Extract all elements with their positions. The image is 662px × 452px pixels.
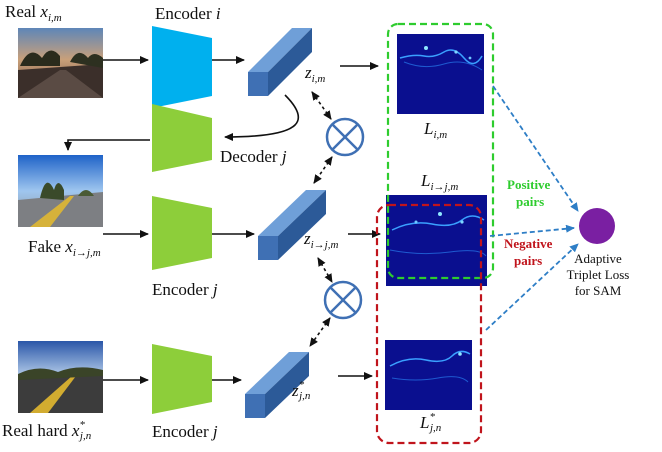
fake-image-photo: [18, 155, 103, 227]
encoder-i-label: Encoder i: [155, 4, 221, 23]
L-mid-label: Li→j,m: [420, 171, 458, 193]
multiply-node-top: [325, 117, 365, 157]
multiply-node-bottom: [323, 280, 363, 320]
latent-z-mid: [258, 190, 326, 260]
latent-z-top: [248, 28, 312, 96]
real-hard-image-label: Real hard x*j,n: [2, 419, 92, 442]
heatmap-L-top: [397, 34, 484, 114]
negative-pairs-box: [375, 203, 483, 445]
L-bottom-label: L*j,n: [419, 411, 442, 434]
latent-z-bottom: [245, 352, 309, 418]
real-image-label: Real xi,m: [5, 2, 62, 24]
flow-arrows: [64, 56, 381, 384]
heatmap-L-mid: [386, 195, 487, 286]
heatmap-L-bottom: [385, 340, 472, 410]
adaptive-triplet-loss-node: [579, 208, 615, 244]
encoder-j-bottom-block: [152, 344, 212, 414]
z-mid-label: zi→j,m: [303, 229, 338, 251]
z-bottom-label: z*j,n: [291, 379, 311, 402]
encoder-i-block: [152, 26, 212, 108]
decoder-j-block: [152, 104, 212, 172]
encoder-j-mid-block: [152, 196, 212, 270]
encoder-j-mid-label: Encoder j: [152, 280, 218, 299]
real-image-photo: [18, 28, 103, 98]
real-hard-image-photo: [18, 341, 103, 413]
fake-image-label: Fake xi→j,m: [28, 237, 101, 259]
positive-pairs-box: [386, 22, 495, 280]
similarity-links: [309, 91, 333, 347]
encoder-j-bottom-label: Encoder j: [152, 422, 218, 441]
decoder-j-label: Decoder j: [220, 147, 287, 166]
L-top-label: Li,m: [423, 119, 447, 141]
loss-arrows: [485, 85, 579, 331]
z-top-label: zi,m: [304, 63, 325, 85]
